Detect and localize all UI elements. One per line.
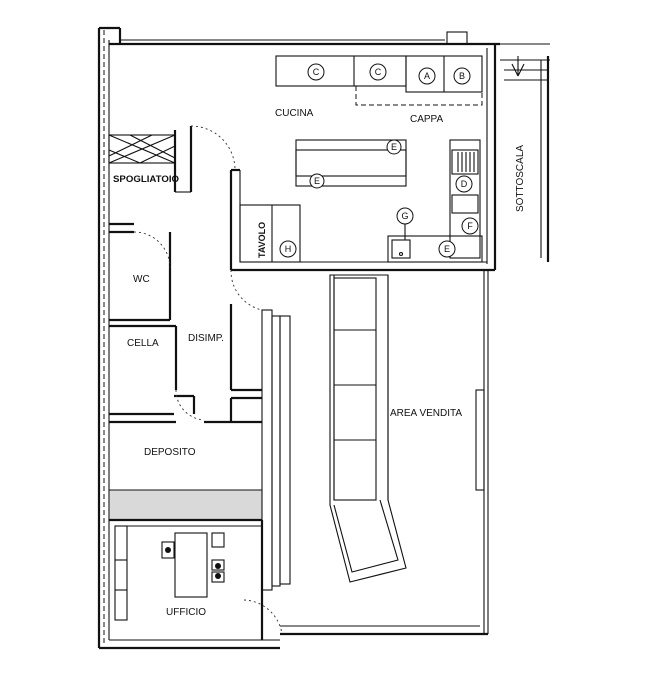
marker-b: B	[453, 67, 471, 85]
svg-text:B: B	[459, 71, 465, 81]
door-swings	[133, 125, 283, 635]
label-cappa: CAPPA	[410, 114, 443, 125]
svg-text:C: C	[375, 67, 382, 77]
corridor-partitions	[261, 309, 291, 591]
marker-c1: C	[307, 63, 325, 81]
label-disimp: DISIMP.	[188, 333, 224, 344]
marker-f: F	[461, 217, 479, 235]
svg-text:G: G	[401, 211, 408, 221]
kitchen-island	[295, 139, 407, 187]
service-rooms-walls	[108, 126, 264, 640]
label-area-vendita: AREA VENDITA	[390, 408, 462, 419]
label-deposito: DEPOSITO	[144, 447, 196, 458]
marker-e-right: E	[438, 240, 456, 258]
kitchen-counter	[275, 55, 483, 263]
label-tavolo: TAVOLO	[257, 222, 267, 258]
marker-e-island-top: E	[386, 139, 402, 155]
svg-text:C: C	[313, 67, 320, 77]
label-sottoscala: SOTTOSCALA	[515, 145, 526, 212]
marker-d: D	[455, 175, 473, 193]
label-cucina: CUCINA	[275, 108, 314, 119]
marker-e-island-bottom: E	[309, 173, 325, 189]
svg-text:H: H	[285, 244, 292, 254]
svg-text:A: A	[424, 71, 430, 81]
label-ufficio: UFFICIO	[166, 607, 206, 618]
svg-text:E: E	[314, 176, 320, 186]
office-desk	[161, 532, 225, 598]
label-cella: CELLA	[127, 338, 159, 349]
label-spogliatoio: SPOGLIATOIO	[113, 174, 179, 184]
svg-text:D: D	[461, 179, 468, 189]
svg-text:E: E	[391, 142, 397, 152]
marker-h: H	[279, 240, 297, 258]
outer-walls	[97, 26, 550, 650]
label-wc: WC	[133, 274, 150, 285]
svg-text:F: F	[467, 221, 473, 231]
sales-counter	[329, 274, 407, 583]
marker-c2: C	[369, 63, 387, 81]
marker-g: G	[396, 207, 414, 240]
marker-a: A	[418, 67, 436, 85]
svg-text:E: E	[444, 244, 450, 254]
